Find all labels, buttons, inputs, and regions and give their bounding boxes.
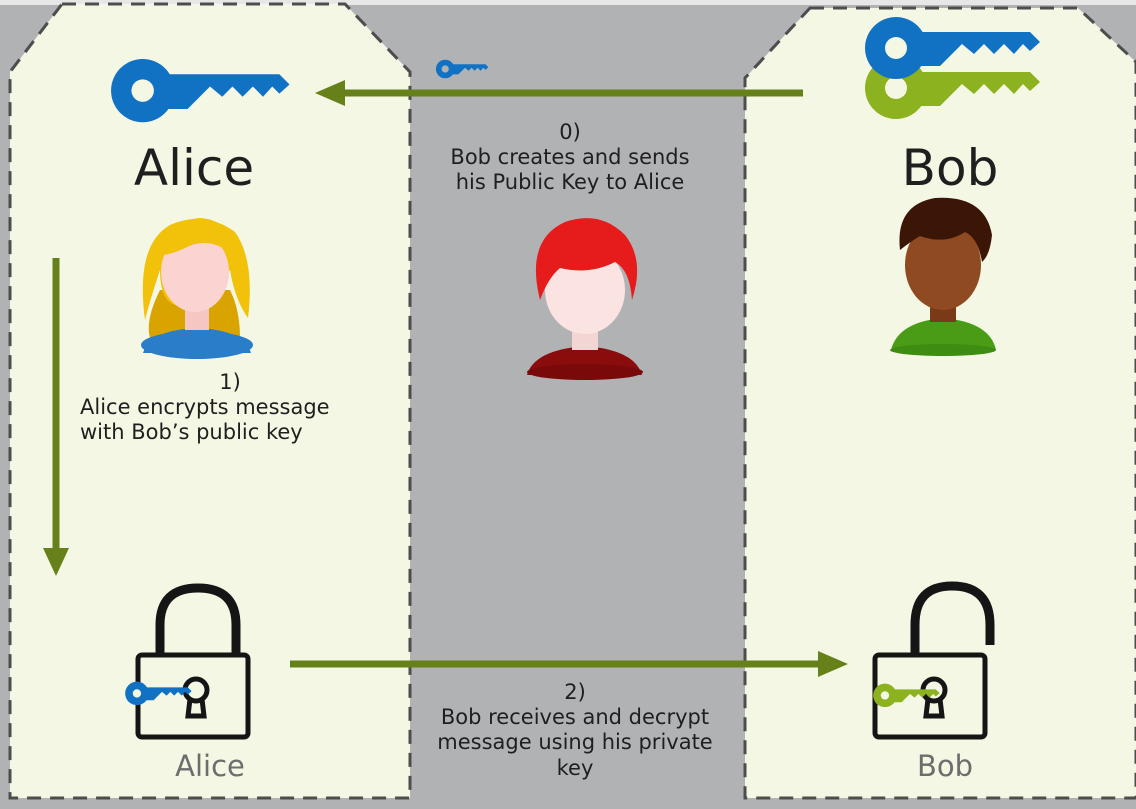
open-padlock-icon: [872, 581, 995, 740]
step0-text: 0) Bob creates and sends his Public Key …: [400, 120, 740, 196]
alice-title: Alice: [133, 139, 255, 197]
arrow-step2: [290, 651, 848, 677]
step1-text: 1) Alice encrypts message with Bob’s pub…: [60, 370, 400, 446]
bob-public-key-icon: [865, 17, 1040, 79]
step2-line2: message using his private: [437, 730, 713, 755]
step0-line2: his Public Key to Alice: [455, 170, 685, 195]
step2-number: 2): [564, 680, 586, 704]
alice-avatar-icon: [141, 218, 253, 359]
alice-panel: [8, 2, 412, 800]
step1-line2: with Bob’s public key: [80, 420, 303, 445]
bob-private-key-icon: [865, 57, 1040, 119]
transit-key-icon: [435, 59, 489, 79]
arrow-step1: [43, 258, 69, 576]
step0-line1: Bob creates and sends: [450, 145, 690, 170]
alice-lock-public-key-icon: [125, 681, 192, 706]
step2-line1: Bob receives and decrypt: [440, 705, 710, 730]
step1-line1: Alice encrypts message: [80, 395, 330, 420]
bob-lock-private-key-icon: [873, 683, 940, 708]
eve-avatar-icon: [527, 218, 643, 380]
bob-lock-label: Bob: [916, 749, 974, 783]
alice-lock-label: Alice: [175, 749, 245, 783]
closed-padlock-icon: [125, 583, 251, 740]
bob-title: Bob: [901, 139, 999, 197]
step0-number: 0): [559, 120, 581, 144]
alice-public-key-icon: [111, 58, 290, 123]
step2-text: 2) Bob receives and decrypt message usin…: [400, 680, 750, 781]
bob-panel: [743, 6, 1136, 800]
step1-number: 1): [219, 370, 241, 394]
bob-avatar-icon: [890, 197, 996, 356]
arrow-step0: [315, 80, 803, 106]
step2-line3: key: [556, 755, 594, 780]
